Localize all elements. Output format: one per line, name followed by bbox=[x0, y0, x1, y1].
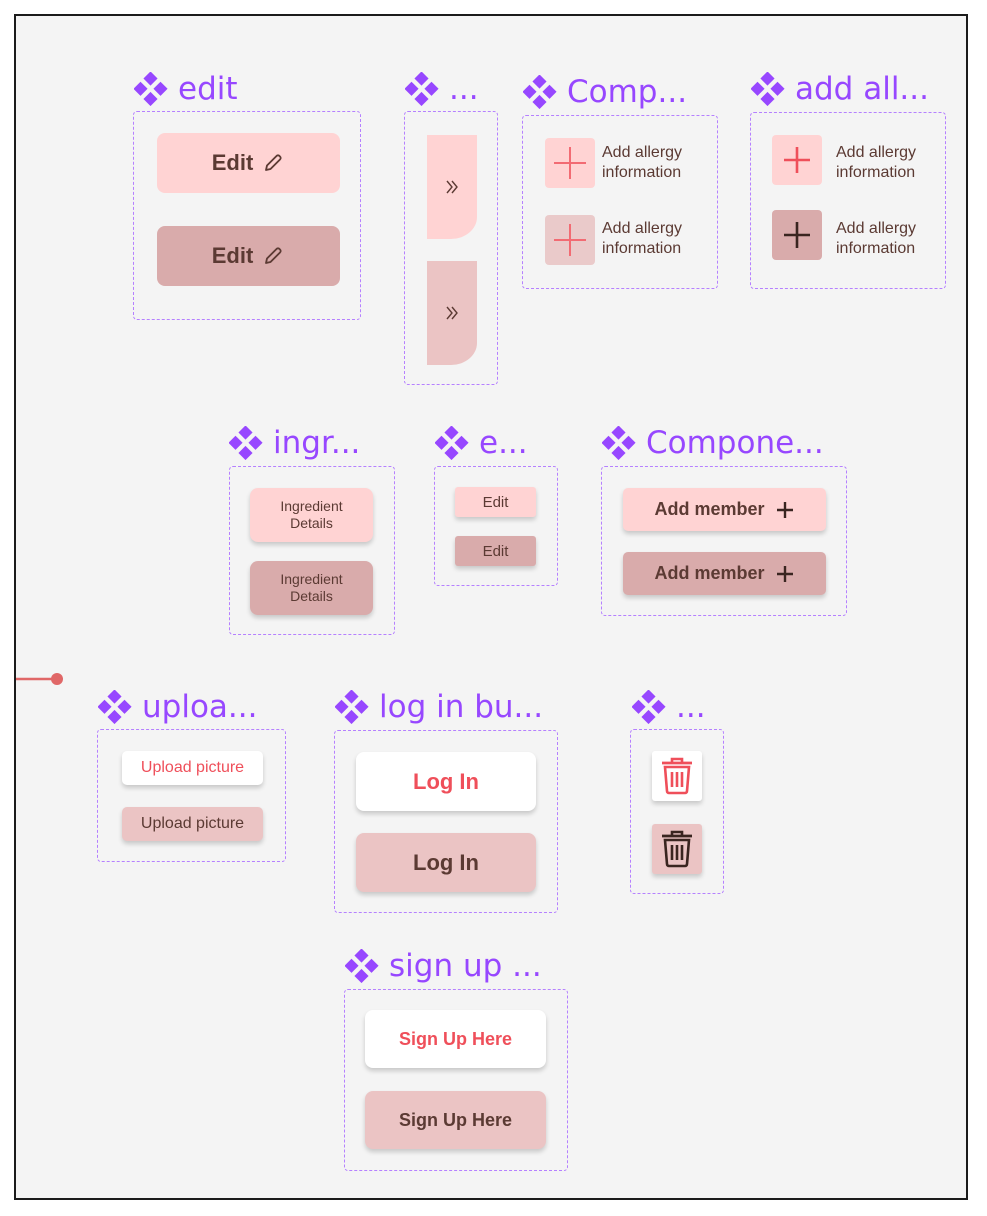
component-diamond-icon bbox=[602, 426, 636, 460]
sign-up-button-white[interactable]: Sign Up Here bbox=[365, 1010, 546, 1068]
component-title-add-allergy[interactable]: add all... bbox=[751, 72, 929, 106]
log-in-button-pink[interactable]: Log In bbox=[356, 833, 536, 892]
component-diamond-icon bbox=[134, 72, 168, 106]
plus-icon bbox=[554, 224, 586, 256]
button-label: Upload picture bbox=[140, 815, 245, 832]
component-frame-edit[interactable] bbox=[133, 111, 361, 320]
plus-icon bbox=[776, 565, 793, 582]
allergy-label: Add allergy information bbox=[602, 144, 683, 181]
button-label: Edit bbox=[482, 493, 509, 511]
component-frame-upload[interactable] bbox=[97, 729, 286, 862]
trash-icon bbox=[662, 757, 692, 795]
sign-up-button-pink[interactable]: Sign Up Here bbox=[365, 1091, 546, 1149]
allergy-label: Add allergy information bbox=[836, 144, 917, 181]
design-canvas: edit Edit Edit ... bbox=[14, 14, 968, 1200]
component-title-ingredient[interactable]: ingr... bbox=[229, 426, 360, 460]
button-label: Edit bbox=[482, 542, 509, 560]
button-label: Add member bbox=[654, 563, 765, 583]
component-title-text: uploa... bbox=[142, 688, 258, 725]
add-allergy-plus-tile-light[interactable] bbox=[772, 135, 822, 185]
button-label: Sign Up Here bbox=[398, 1109, 513, 1130]
component-title-login[interactable]: log in bu... bbox=[335, 690, 543, 724]
component-title-comp-allergy[interactable]: Comp... bbox=[523, 75, 687, 109]
component-title-text: add all... bbox=[795, 70, 929, 107]
component-frame-chevron[interactable] bbox=[404, 111, 498, 385]
button-label: Upload picture bbox=[140, 759, 245, 776]
button-label: Sign Up Here bbox=[398, 1028, 513, 1049]
plus-icon bbox=[784, 222, 810, 248]
component-diamond-icon bbox=[523, 75, 557, 109]
edit-button-light[interactable]: Edit bbox=[157, 133, 340, 193]
pencil-icon bbox=[265, 247, 282, 264]
component-title-text: ingr... bbox=[273, 424, 361, 461]
edit-button-small-dark[interactable]: Edit bbox=[455, 536, 536, 566]
component-title-text: sign up ... bbox=[389, 947, 542, 984]
chevron-double-right-icon bbox=[446, 180, 458, 194]
component-frame-trash[interactable] bbox=[630, 729, 724, 894]
component-diamond-icon bbox=[98, 690, 132, 724]
component-title-chevron[interactable]: ... bbox=[405, 72, 479, 106]
allergy-label: Add allergy information bbox=[836, 220, 917, 257]
ingredient-details-button-light[interactable]: Ingredient Details bbox=[250, 488, 373, 542]
component-title-text: ... bbox=[676, 688, 706, 725]
chevron-tab-dusty[interactable] bbox=[427, 261, 477, 365]
log-in-button-white[interactable]: Log In bbox=[356, 752, 536, 811]
trash-icon bbox=[662, 830, 692, 868]
component-title-small-edit[interactable]: e... bbox=[435, 426, 528, 460]
component-diamond-icon bbox=[632, 690, 666, 724]
add-allergy-plus-tile-muted[interactable] bbox=[545, 215, 595, 265]
edit-button-small-light[interactable]: Edit bbox=[455, 487, 536, 517]
allergy-label: Add allergy information bbox=[602, 220, 683, 257]
component-title-text: log in bu... bbox=[379, 688, 544, 725]
component-title-trash[interactable]: ... bbox=[632, 690, 706, 724]
edit-button-dark[interactable]: Edit bbox=[157, 226, 340, 286]
component-title-text: edit bbox=[178, 70, 238, 107]
upload-picture-button-pink[interactable]: Upload picture bbox=[122, 807, 263, 841]
button-label: Log In bbox=[413, 768, 479, 794]
component-title-edit[interactable]: edit bbox=[134, 72, 238, 106]
component-title-text: Comp... bbox=[567, 73, 688, 110]
plus-icon bbox=[784, 147, 810, 173]
button-label: Edit bbox=[211, 150, 254, 175]
component-frame-ingredient[interactable] bbox=[229, 466, 395, 635]
button-label: Log In bbox=[413, 849, 479, 875]
component-frame-add-member[interactable] bbox=[601, 466, 847, 616]
component-title-signup[interactable]: sign up ... bbox=[345, 949, 542, 983]
prototype-connector[interactable] bbox=[14, 672, 66, 686]
button-label: Ingredient Details bbox=[280, 498, 343, 531]
component-title-upload[interactable]: uploa... bbox=[98, 690, 257, 724]
component-diamond-icon bbox=[405, 72, 439, 106]
button-label: Add member bbox=[654, 499, 765, 519]
add-allergy-plus-tile-dark[interactable] bbox=[772, 210, 822, 260]
component-frame-add-allergy[interactable] bbox=[750, 112, 946, 289]
component-frame-login[interactable] bbox=[334, 730, 558, 913]
component-title-text: ... bbox=[449, 70, 479, 107]
add-allergy-plus-tile-light[interactable] bbox=[545, 138, 595, 188]
add-member-button-dark[interactable]: Add member bbox=[623, 552, 826, 595]
chevron-double-right-icon bbox=[446, 306, 458, 320]
component-diamond-icon bbox=[751, 72, 785, 106]
component-frame-small-edit[interactable] bbox=[434, 466, 558, 586]
component-diamond-icon bbox=[435, 426, 469, 460]
button-label: Edit bbox=[211, 243, 254, 268]
add-member-button-light[interactable]: Add member bbox=[623, 488, 826, 531]
component-diamond-icon bbox=[345, 949, 379, 983]
component-diamond-icon bbox=[229, 426, 263, 460]
plus-icon bbox=[776, 501, 793, 518]
button-label: Ingredient Details bbox=[280, 571, 343, 604]
component-diamond-icon bbox=[335, 690, 369, 724]
component-title-text: e... bbox=[479, 424, 528, 461]
component-frame-signup[interactable] bbox=[344, 989, 568, 1171]
delete-button-white[interactable] bbox=[652, 751, 702, 801]
ingredient-details-button-dark[interactable]: Ingredient Details bbox=[250, 561, 373, 615]
delete-button-pink[interactable] bbox=[652, 824, 702, 874]
component-title-add-member[interactable]: Compone... bbox=[602, 426, 824, 460]
plus-icon bbox=[554, 147, 586, 179]
upload-picture-button-white[interactable]: Upload picture bbox=[122, 751, 263, 785]
component-title-text: Compone... bbox=[646, 424, 824, 461]
component-frame-comp-allergy[interactable] bbox=[522, 115, 718, 289]
chevron-tab-light[interactable] bbox=[427, 135, 477, 239]
pencil-icon bbox=[265, 154, 282, 171]
